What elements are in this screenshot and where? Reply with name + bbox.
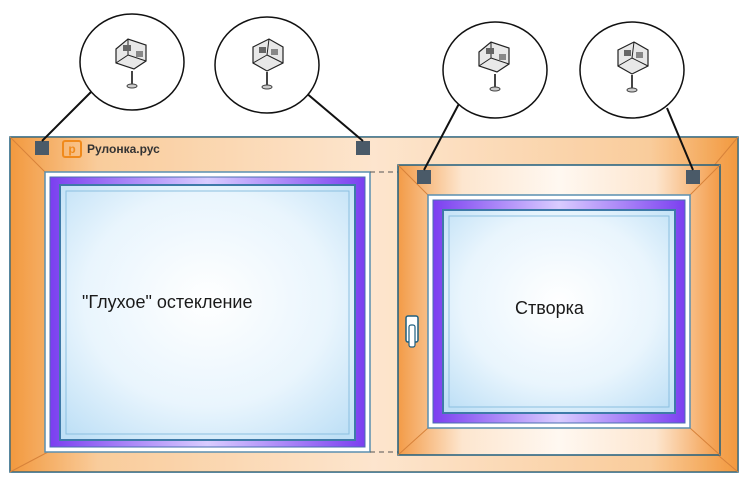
mounting-bracket-icon	[478, 41, 510, 92]
sash-miter	[689, 164, 721, 196]
sash-miter	[397, 427, 429, 456]
sash-glass	[442, 209, 676, 414]
bracket-marker-3	[417, 170, 431, 184]
bracket-marker-1	[35, 141, 49, 155]
sash-miter	[689, 427, 721, 456]
frame-miter	[9, 136, 49, 176]
sash-miter	[397, 164, 429, 196]
fixed-glazing-label: "Глухое" остекление	[82, 292, 253, 312]
leader-line	[666, 107, 694, 171]
fixed-pane-glass	[59, 184, 356, 441]
brand-name: Рулонка.рус	[87, 142, 160, 156]
leader-line	[304, 91, 364, 142]
callout-bracket-3	[442, 21, 548, 119]
mounting-bracket-icon	[617, 41, 649, 93]
mounting-bracket-icon	[115, 38, 147, 89]
leader-line	[423, 97, 463, 171]
callout-bracket-2	[214, 16, 320, 114]
brand-mark-icon: p	[62, 140, 82, 158]
bracket-marker-4	[686, 170, 700, 184]
callout-bracket-1	[79, 13, 185, 111]
bracket-marker-2	[356, 141, 370, 155]
sash-inner	[448, 215, 670, 408]
fixed-pane-inner	[65, 190, 350, 435]
callout-bracket-4	[579, 21, 685, 119]
brand-logo: p Рулонка.рус	[62, 140, 160, 158]
window-handle-icon	[405, 315, 419, 348]
frame-miter	[9, 451, 49, 473]
mounting-bracket-icon	[252, 38, 284, 90]
leader-line	[41, 87, 96, 142]
sash-label: Створка	[515, 298, 584, 318]
frame-miter	[711, 136, 739, 169]
